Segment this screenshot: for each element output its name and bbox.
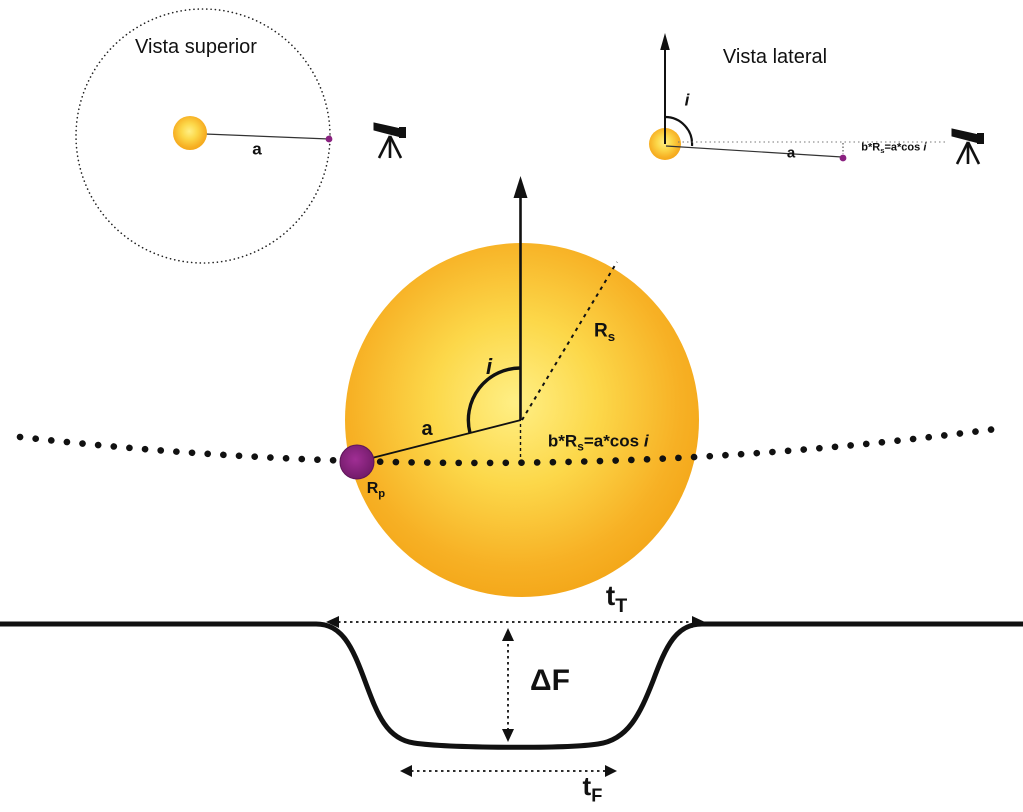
planet-lateral xyxy=(839,154,847,162)
impact-parameter-formula: b*Rs=a*cos i xyxy=(529,416,649,467)
label-subscript: p xyxy=(378,487,386,500)
transit-depth-label: ΔF xyxy=(530,664,570,697)
formula-subscript: s xyxy=(880,146,885,156)
telescope-icon xyxy=(950,127,986,166)
flat-transit-duration-label: tF xyxy=(554,747,603,812)
inclination-label: i xyxy=(485,354,493,379)
inclination-label-lateral: i xyxy=(684,90,690,110)
light-curve xyxy=(0,621,1023,750)
planet-radius-label: Rp xyxy=(349,465,385,513)
formula-subscript: s xyxy=(577,439,584,454)
star-radius-line xyxy=(521,261,618,421)
flat-duration-arrowhead-left xyxy=(400,765,412,777)
lateral-view-title: Vista lateral xyxy=(722,46,828,68)
host-star-top-view xyxy=(173,116,207,150)
total-transit-duration-label: tT xyxy=(575,554,627,638)
label-base: t xyxy=(605,580,616,611)
semi-major-axis-label-top-view: a xyxy=(252,139,262,159)
telescope-icon xyxy=(372,121,408,160)
formula-part: =a*cos xyxy=(583,431,644,451)
inclination-arc xyxy=(466,366,521,434)
impact-parameter-formula-lateral: b*Rs=a*cos i xyxy=(849,132,926,165)
star-radius-label: Rs xyxy=(573,303,615,360)
transit-duration-arrowhead-right xyxy=(692,616,705,628)
semi-major-axis-label-lateral: a xyxy=(786,144,796,162)
formula-part: =a*cos xyxy=(884,141,924,154)
lateral-separation-line xyxy=(665,145,843,158)
formula-part: b*R xyxy=(547,431,578,451)
transit-depth-arrowhead-top xyxy=(502,628,514,641)
top-view-title: Vista superior xyxy=(135,36,257,58)
label-base: R xyxy=(366,480,379,497)
formula-inclination-symbol: i xyxy=(643,431,649,451)
formula-part: b*R xyxy=(861,141,881,154)
formula-inclination-symbol: i xyxy=(923,141,927,154)
planet xyxy=(339,444,375,480)
label-subscript: T xyxy=(615,594,628,617)
label-base: R xyxy=(593,320,608,342)
label-subscript: F xyxy=(591,785,603,806)
label-base: t xyxy=(582,771,592,801)
transit-duration-arrowhead-left xyxy=(326,616,339,628)
separation-line xyxy=(359,419,522,462)
lateral-inclination-arc xyxy=(664,115,694,147)
semi-major-axis-label: a xyxy=(421,418,433,440)
normal-axis-arrowhead xyxy=(513,176,528,198)
transit-depth-arrowhead-bottom xyxy=(502,729,514,742)
flat-duration-arrowhead-right xyxy=(605,765,617,777)
lateral-normal-axis-arrowhead xyxy=(660,33,670,50)
orbit-radius-line xyxy=(204,133,330,140)
planet-top-view xyxy=(325,135,333,143)
label-subscript: s xyxy=(607,329,616,345)
